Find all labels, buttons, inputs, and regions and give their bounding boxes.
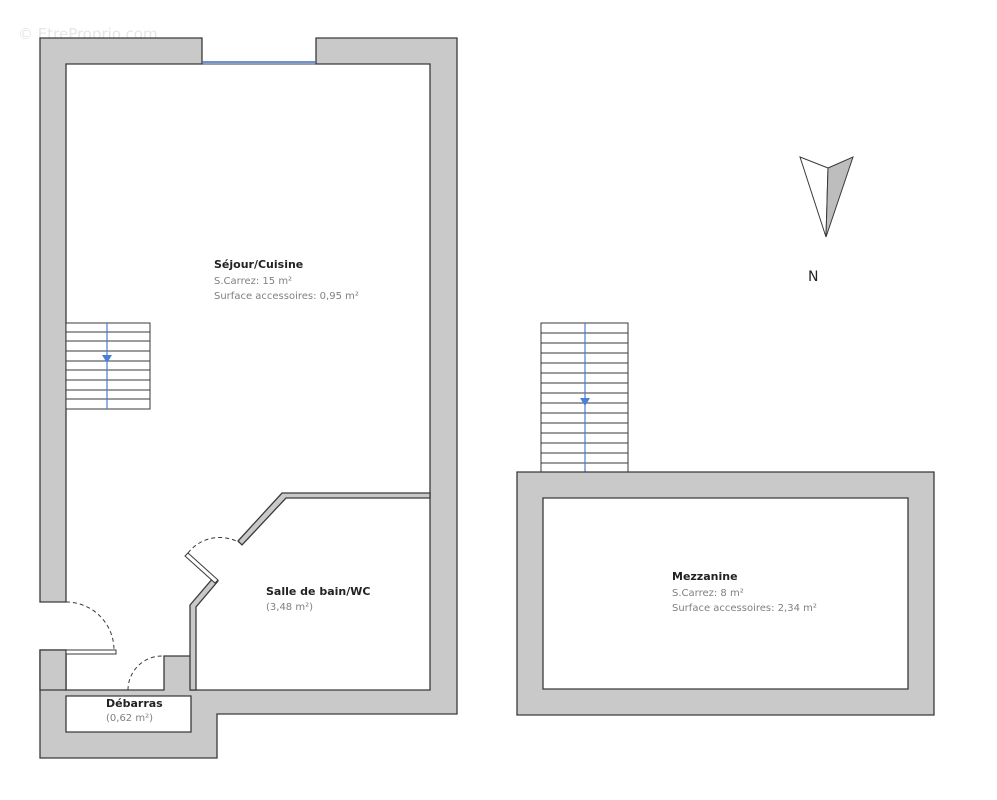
sejour-accessoires: Surface accessoires: 0,95 m² — [214, 291, 359, 302]
sejour-carrez: S.Carrez: 15 m² — [214, 276, 292, 287]
debarras-door-swing — [127, 655, 163, 691]
mezzanine-floor: Mezzanine S.Carrez: 8 m² Surface accesso… — [516, 322, 935, 716]
staircase-ground — [65, 322, 151, 410]
entrance-door-leaf — [65, 649, 117, 655]
compass-north-label: N — [808, 269, 818, 285]
mezz-stair-arrow-icon — [580, 398, 590, 406]
mezzanine-walls — [516, 471, 935, 716]
debarras-area: (0,62 m²) — [106, 713, 153, 724]
ground-floor: Séjour/Cuisine S.Carrez: 15 m² Surface a… — [39, 37, 458, 759]
compass: N — [799, 156, 854, 285]
bathroom-partition-lower — [189, 576, 219, 691]
bathroom-partition — [237, 492, 431, 546]
mezzanine-carrez: S.Carrez: 8 m² — [672, 588, 744, 599]
debarras-name: Débarras — [106, 697, 163, 710]
left-wall-lower — [39, 649, 67, 691]
compass-needle-left-icon — [799, 156, 829, 238]
bathroom-door-swing — [187, 536, 241, 554]
mezzanine-name: Mezzanine — [672, 570, 738, 583]
compass-needle-right-icon — [825, 156, 854, 238]
debarras-floor — [65, 695, 192, 733]
mezzanine-accessoires: Surface accessoires: 2,34 m² — [672, 603, 817, 614]
stair-arrow-icon — [102, 355, 112, 363]
entrance-door-swing — [65, 601, 115, 651]
bathroom-name: Salle de bain/WC — [266, 585, 370, 598]
stair-outline — [65, 322, 151, 410]
staircase-mezzanine — [540, 322, 629, 473]
bathroom-area: (3,48 m²) — [266, 602, 313, 613]
bathroom-door-leaf — [184, 552, 219, 584]
sejour-name: Séjour/Cuisine — [214, 258, 303, 271]
